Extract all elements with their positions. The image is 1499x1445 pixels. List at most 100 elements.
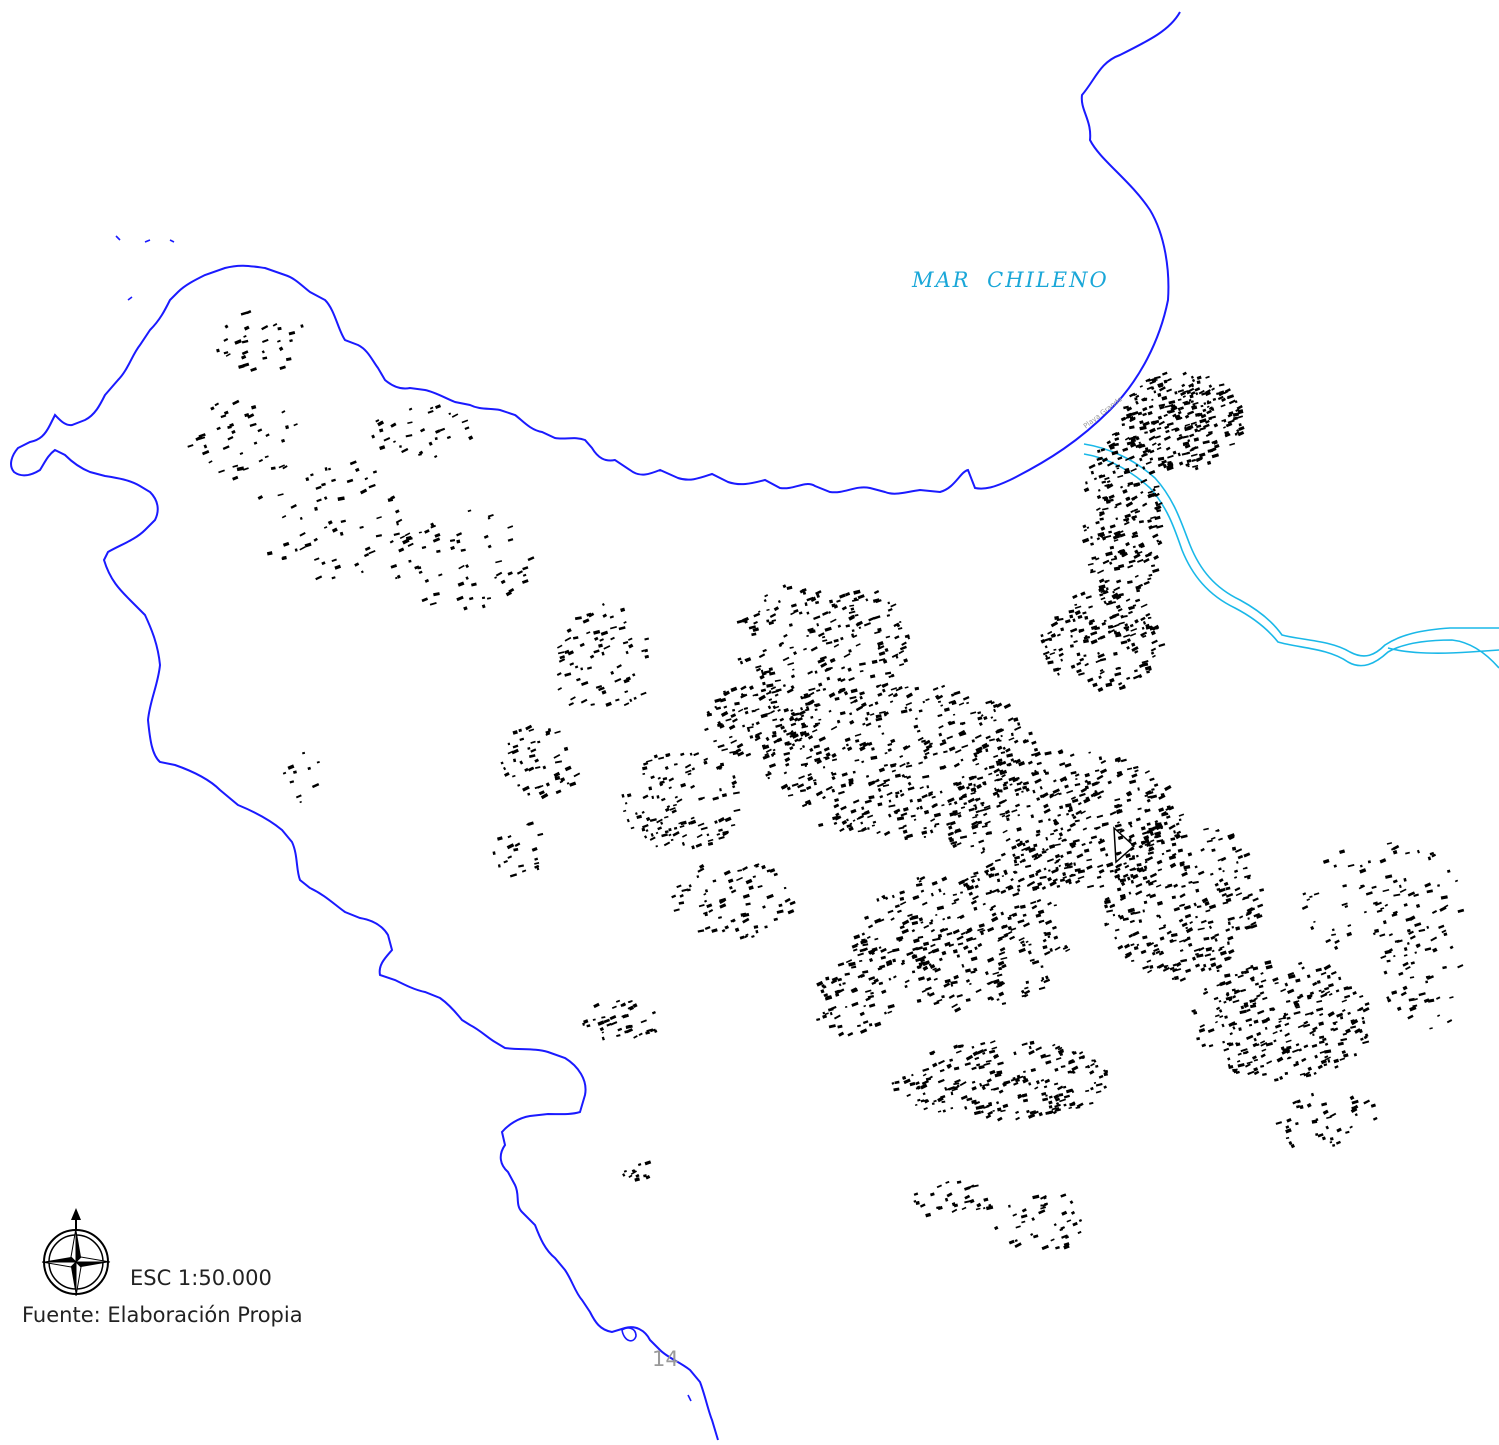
building-footprint [668,777,675,782]
building-footprint [1132,930,1140,937]
building-footprint [1148,435,1156,441]
building-footprint [586,612,592,617]
building-footprint [1099,670,1105,675]
building-footprint [720,710,729,718]
building-footprint [1063,1094,1071,1099]
building-footprint [282,541,290,547]
building-footprint [901,928,909,935]
building-footprint [396,522,399,526]
building-footprint [887,607,893,612]
building-footprint [1242,898,1245,901]
building-footprint [1115,863,1122,869]
building-footprint [872,598,880,603]
building-footprint [1130,417,1136,422]
building-footprint [421,545,427,550]
building-footprint [1252,897,1259,902]
building-footprint [1265,1042,1273,1047]
building-footprint [975,1207,981,1211]
building-footprint [808,801,812,806]
coastline-north [10,11,1181,1441]
building-footprint [961,744,969,749]
building-footprint [1014,758,1022,764]
building-footprint [1134,619,1139,624]
building-footprint [994,858,1001,863]
building-footprint [1017,888,1021,892]
building-footprint [848,649,852,653]
building-footprint [831,752,837,758]
building-footprint [1179,861,1185,865]
building-footprint [727,878,734,884]
building-footprint [339,531,344,536]
building-footprint [592,1018,596,1021]
building-footprint [1210,872,1214,876]
building-footprint [1425,980,1429,984]
building-footprint [1116,828,1123,832]
building-footprint [772,730,777,735]
building-footprint [1134,510,1141,514]
building-footprint [1082,537,1090,544]
building-footprint [921,794,928,799]
building-footprint [876,830,881,835]
building-footprint [1039,794,1044,799]
building-footprint [579,642,585,648]
building-footprint [1386,996,1390,1000]
building-footprint [916,964,923,969]
building-footprint [1150,630,1156,636]
building-footprint [998,966,1003,971]
building-footprint [944,1197,949,1202]
building-footprint [1072,815,1077,820]
building-footprint [1193,902,1197,907]
building-footprint [857,594,865,600]
building-footprint [882,659,888,664]
building-footprint [937,936,941,941]
building-footprint [925,698,930,702]
building-footprint [881,989,887,994]
building-footprint [1342,884,1347,888]
building-footprint [598,643,603,648]
building-footprint [1220,397,1227,403]
building-footprint [379,428,384,433]
building-footprint [646,1028,654,1032]
building-footprint [729,885,733,890]
building-footprint [566,782,570,785]
building-footprint [1027,950,1032,955]
building-footprint [983,804,991,809]
building-footprint [278,464,286,469]
building-footprint [859,662,866,666]
building-footprint [1049,880,1057,887]
building-footprint [878,946,882,949]
building-footprint [1279,1029,1283,1033]
building-footprint [1064,862,1070,867]
building-footprint [1070,843,1076,849]
building-footprint [1299,993,1304,999]
building-footprint [1126,676,1131,681]
building-footprint [1005,837,1011,842]
building-footprint [1336,1012,1344,1018]
building-footprint [871,947,878,952]
building-footprint [847,667,852,672]
building-footprint [768,763,776,769]
building-footprint [379,445,386,451]
building-footprint [898,938,903,942]
building-footprint [1441,929,1447,934]
building-footprint [1147,378,1154,382]
building-footprint [563,746,569,752]
building-footprint [1054,1108,1062,1113]
building-footprint [1164,425,1170,430]
building-footprint [724,816,732,823]
building-footprint [956,993,963,998]
building-footprint [754,736,761,742]
building-footprint [792,712,800,717]
building-footprint [534,864,540,869]
building-footprint [1101,474,1106,478]
building-footprint [993,719,997,722]
building-footprint [1149,777,1155,782]
building-footprint [850,700,855,705]
building-footprint [946,931,953,936]
building-footprint [1407,1014,1414,1020]
building-footprint [899,925,905,930]
building-footprint [822,1014,828,1019]
building-footprint [783,771,788,775]
building-footprint [994,787,998,792]
building-footprint [1085,662,1089,666]
